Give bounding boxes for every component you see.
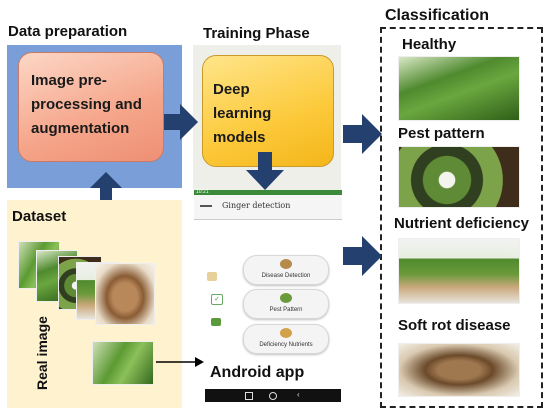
soft-rot-image	[398, 343, 520, 397]
nutrient-icon	[280, 328, 292, 338]
class-nutrient-deficiency: Nutrient deficiency	[394, 215, 530, 232]
dataset-title: Dataset	[12, 208, 67, 225]
deep-learning-line-1: Deep	[213, 81, 250, 98]
preprocessing-line-3: augmentation	[31, 120, 130, 137]
arrow-prep-to-training	[164, 104, 198, 140]
preprocessing-line-1: Image pre-	[31, 72, 107, 89]
deep-learning-box: Deep learning models	[202, 55, 334, 167]
arrow-training-to-classification	[343, 114, 382, 154]
class-healthy: Healthy	[402, 36, 457, 53]
app-nav-bar: ‹	[205, 389, 341, 402]
disease-detection-button[interactable]: Disease Detection	[243, 255, 329, 285]
arrow-dataset-to-prep	[90, 172, 122, 200]
class-pest-pattern: Pest pattern	[398, 125, 485, 142]
recent-apps-icon[interactable]	[245, 392, 253, 400]
ginger-thumb-icon	[207, 272, 217, 281]
training-phase-title: Training Phase	[203, 25, 310, 42]
arrow-training-to-app	[246, 152, 284, 190]
app-header: Ginger detection	[194, 195, 342, 220]
preprocessing-line-2: processing and	[31, 96, 142, 113]
home-icon[interactable]	[269, 392, 277, 400]
pest-pattern-button[interactable]: Pest Pattern	[243, 289, 329, 319]
menu-icon[interactable]	[200, 205, 212, 207]
android-app-label: Android app	[210, 364, 305, 381]
data-preparation-title: Data preparation	[8, 23, 128, 40]
back-icon[interactable]: ‹	[297, 390, 300, 399]
class-soft-rot: Soft rot disease	[398, 317, 511, 334]
real-image-photo	[92, 341, 154, 385]
check-icon: ✓	[211, 294, 223, 305]
healthy-image	[398, 56, 520, 121]
ginger-icon	[280, 259, 292, 269]
deficiency-nutrients-button[interactable]: Deficiency Nutrients	[243, 324, 329, 354]
deep-learning-line-2: learning	[213, 105, 272, 122]
arrow-app-to-classification	[343, 236, 382, 276]
app-header-title: Ginger detection	[222, 201, 291, 210]
disease-detection-label: Disease Detection	[261, 273, 311, 279]
deep-learning-line-3: models	[213, 129, 266, 146]
dataset-image-5	[95, 263, 155, 325]
pest-icon	[280, 293, 292, 303]
deficiency-nutrients-label: Deficiency Nutrients	[259, 342, 313, 348]
nutrient-deficiency-image	[398, 238, 520, 304]
pest-pattern-label: Pest Pattern	[269, 307, 303, 313]
classification-title: Classification	[385, 7, 490, 24]
pest-pattern-image	[398, 146, 520, 208]
leaf-thumb-icon	[211, 318, 221, 326]
arrow-real-image-to-app-head	[195, 357, 204, 367]
app-status-bar	[194, 190, 342, 197]
classification-panel	[380, 27, 543, 408]
app-status-time: 10:21	[196, 189, 209, 195]
preprocessing-box: Image pre- processing and augmentation	[18, 52, 164, 162]
